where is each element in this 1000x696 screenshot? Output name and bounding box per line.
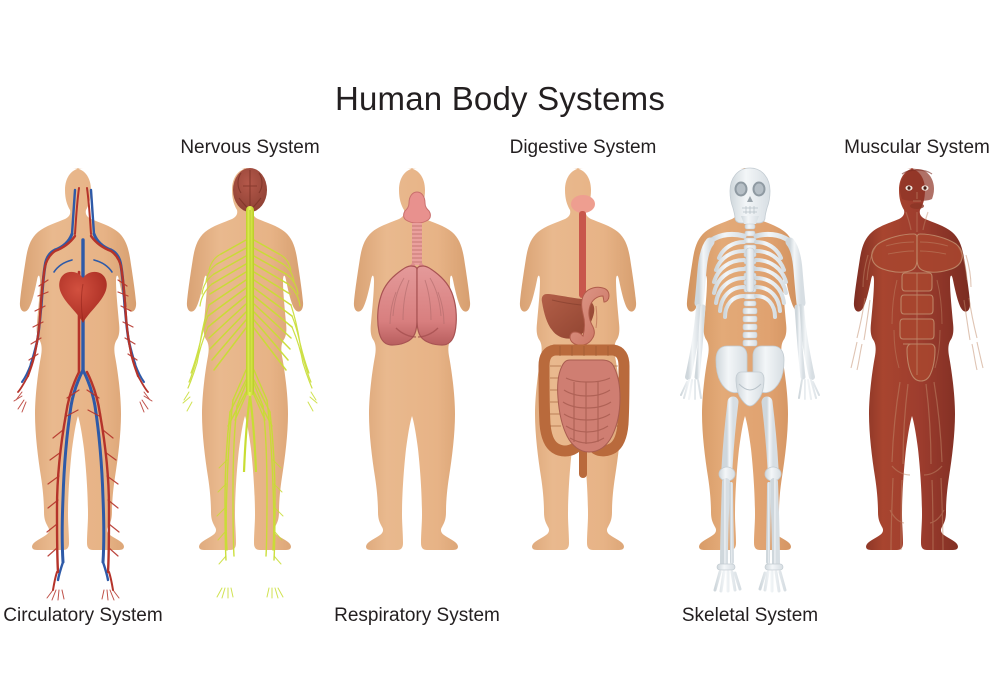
- label-respiratory-system: Respiratory System: [334, 605, 500, 626]
- sternum-icon: [745, 247, 755, 293]
- arteries-group: [13, 187, 153, 601]
- muscular-diagram: [850, 168, 984, 551]
- foot-bones-icon: [713, 563, 787, 593]
- nervous-diagram: [182, 168, 318, 599]
- face-muscles-icon: [900, 169, 934, 209]
- label-nervous-system: Nervous System: [180, 137, 320, 158]
- figure-skeletal-system[interactable]: Skeletal System: [667, 160, 833, 626]
- figure-nervous-system[interactable]: Nervous System: [167, 137, 333, 600]
- leg-bones-icon: [718, 396, 782, 568]
- ribcage-icon: [712, 240, 788, 319]
- small-intestine-icon: [557, 359, 621, 453]
- figure-muscular-system[interactable]: Muscular System: [834, 137, 1000, 600]
- figure-respiratory-system[interactable]: Respiratory System: [334, 160, 500, 626]
- label-circulatory-system: Circulatory System: [3, 605, 163, 626]
- circulatory-diagram: [13, 168, 153, 601]
- leg-muscles-icon: [889, 381, 945, 551]
- liver-icon: [541, 294, 595, 339]
- page-title: Human Body Systems: [334, 80, 666, 118]
- figure-circulatory-system[interactable]: Circulatory System: [0, 160, 166, 626]
- peripheral-nerves-group: [182, 239, 318, 599]
- label-digestive-system: Digestive System: [509, 137, 657, 158]
- lungs-icon: [377, 265, 457, 346]
- heart-icon: [59, 271, 107, 323]
- body-silhouette: [353, 168, 471, 550]
- mouth-pharynx-icon: [571, 195, 595, 213]
- chest-muscles-icon: [871, 233, 963, 273]
- spinal-cord-icon: [242, 206, 258, 473]
- figure-digestive-system[interactable]: Digestive System: [500, 137, 666, 600]
- abdominal-muscles-icon: [891, 272, 943, 382]
- skeletal-diagram: [680, 167, 820, 593]
- label-skeletal-system: Skeletal System: [681, 605, 819, 626]
- brain-icon: [233, 168, 267, 212]
- arm-muscles-icon: [850, 245, 984, 371]
- limb-bones-icon: [685, 237, 815, 380]
- veins-group: [21, 188, 145, 582]
- respiratory-diagram: [353, 168, 471, 550]
- body-silhouette: [186, 168, 304, 550]
- esophagus-icon: [579, 211, 586, 298]
- pelvis-icon: [715, 345, 785, 407]
- clavicle-scapula-icon: [709, 231, 791, 243]
- stomach-icon: [569, 286, 610, 346]
- skull-icon: [729, 167, 771, 224]
- hand-bones-icon: [680, 379, 820, 400]
- label-muscular-system: Muscular System: [844, 137, 990, 158]
- digestive-diagram: [519, 168, 637, 550]
- neck-muscles-icon: [905, 211, 929, 232]
